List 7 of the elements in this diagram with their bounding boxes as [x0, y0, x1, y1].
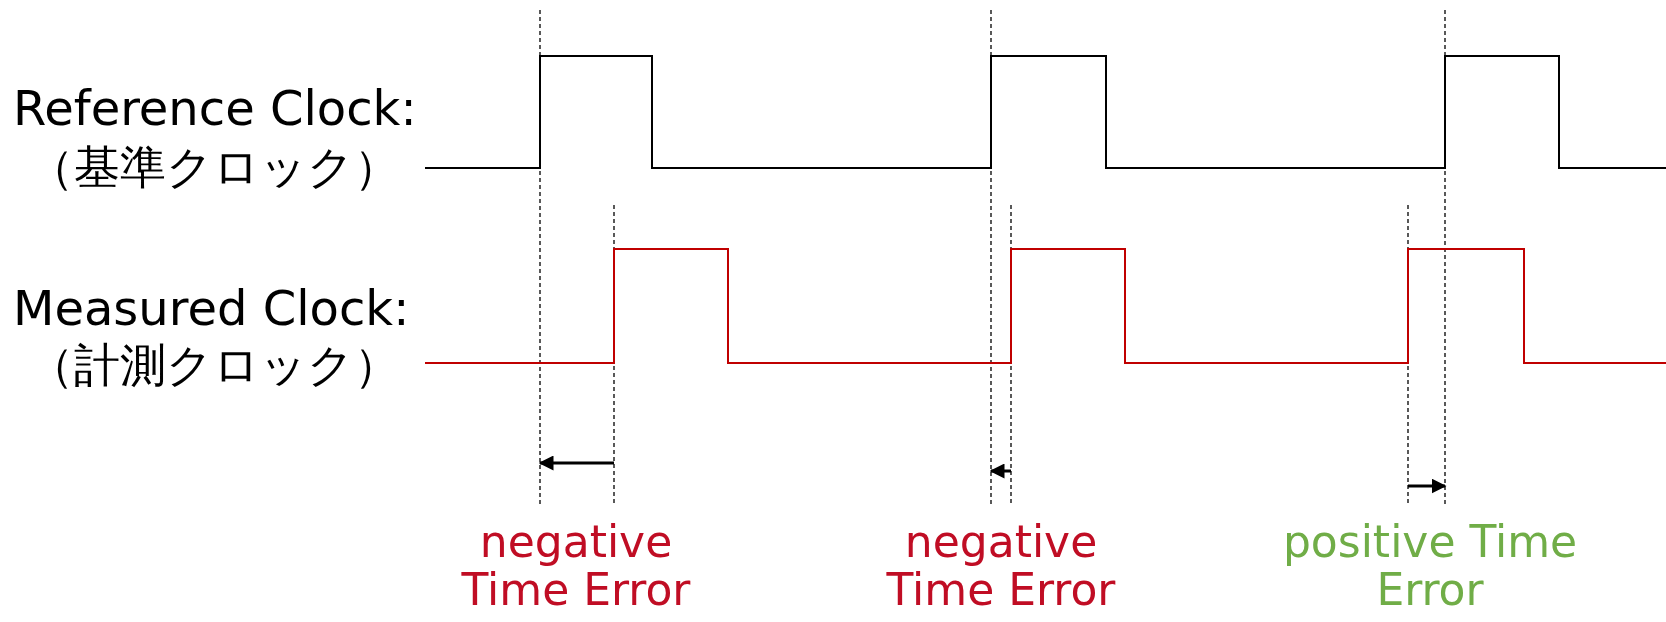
signal-label: （計測クロック） [28, 340, 400, 391]
signal-label: Measured Clock: [13, 282, 410, 335]
time-error-label: positive Time Error [1281, 518, 1579, 614]
signal-label: Reference Clock: [13, 82, 417, 135]
signal-label: （基準クロック） [28, 142, 400, 193]
time-error-label: negative Time Error [460, 518, 692, 614]
time-error-label: negative Time Error [885, 518, 1117, 614]
